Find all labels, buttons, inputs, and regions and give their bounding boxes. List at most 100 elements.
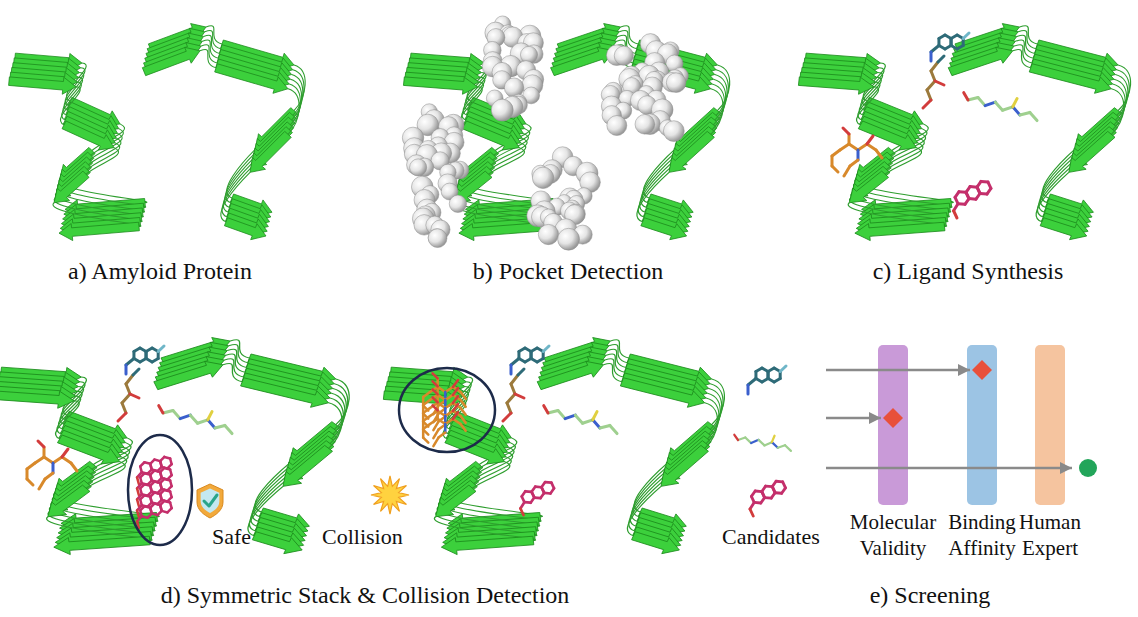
beta-strand (250, 131, 291, 172)
pocket-sphere (666, 73, 686, 93)
fibril-loop (605, 359, 623, 377)
filter-bar (1035, 345, 1065, 505)
bond (215, 423, 225, 430)
bond (137, 477, 139, 484)
bond (430, 419, 438, 424)
beta-strand (1040, 218, 1087, 240)
bond (445, 403, 453, 408)
beta-strand (849, 171, 888, 203)
bond (445, 411, 453, 416)
label-anchor: a) Amyloid Protein (0, 258, 460, 285)
bond (198, 417, 208, 425)
beta-strand (948, 47, 1013, 75)
bond (158, 346, 164, 352)
bond (734, 435, 739, 440)
fibril-layer (800, 43, 1125, 236)
ligand-molecule (832, 128, 882, 176)
fibril-layer (798, 47, 1123, 240)
panel-caption: e) Screening (870, 582, 991, 609)
fibril-layer (409, 28, 729, 221)
bond (445, 419, 453, 424)
bond (44, 457, 53, 463)
ligand-molecule (126, 346, 164, 374)
annotation: Safe (212, 524, 251, 550)
ligand-molecule (134, 500, 175, 528)
fibril-loop (637, 172, 669, 221)
bond (748, 379, 756, 386)
bond (453, 396, 458, 403)
bond (122, 403, 126, 413)
bond (968, 95, 978, 102)
bond (780, 366, 786, 372)
beta-strand (62, 121, 114, 150)
bond (751, 439, 758, 445)
beta-strand (215, 64, 288, 94)
bond (461, 392, 466, 399)
bond (930, 52, 933, 61)
bond (750, 509, 753, 516)
fibril-layer (802, 33, 1127, 226)
bond (433, 389, 438, 394)
fibril-layer (15, 24, 306, 217)
panel-caption: a) Amyloid Protein (68, 258, 252, 285)
beta-strand (641, 218, 687, 240)
filter-stage: Human Expert (1000, 345, 1100, 561)
bond (927, 81, 935, 90)
fibril-loop (604, 363, 622, 381)
stage-label: Binding Affinity (932, 509, 1032, 561)
stage-label: Human Expert (1000, 509, 1100, 561)
ligand-molecule (733, 429, 793, 451)
fibril-layer (9, 47, 300, 240)
bond (876, 150, 882, 158)
bond (963, 33, 969, 39)
bond (163, 408, 173, 415)
label-anchor: Collision (322, 524, 403, 550)
bond (423, 438, 428, 443)
panel-caption: c) Ligand Synthesis (873, 258, 1064, 285)
fibril-loop (1013, 49, 1031, 67)
fibril-loop (489, 148, 525, 175)
fibril-layer (407, 33, 727, 226)
bond (608, 425, 618, 433)
bond (170, 458, 172, 464)
bond (1020, 110, 1030, 117)
bond (507, 403, 511, 413)
fibril-layer (0, 361, 342, 554)
highlight-ellipse (399, 368, 495, 452)
flow-arrow (826, 417, 881, 420)
bond (985, 100, 995, 108)
ligand-molecule (157, 398, 236, 434)
beta-strand (632, 532, 680, 554)
ligand-molecule (134, 456, 175, 484)
bond (126, 375, 133, 384)
bond (515, 394, 524, 398)
bond (858, 144, 867, 150)
bond (453, 388, 458, 395)
fibril-loop (711, 89, 723, 135)
fibril-layer (805, 24, 1130, 217)
fibril-layer (0, 347, 346, 540)
fibril-loop (885, 148, 921, 175)
fibril-layer (12, 33, 303, 226)
fibril-loop (1014, 45, 1032, 63)
fibril-layer (405, 43, 725, 236)
label-anchor: b) Pocket Detection (268, 258, 868, 285)
bond (223, 425, 233, 433)
bond (543, 346, 549, 352)
bond (511, 384, 515, 394)
bond (445, 395, 453, 400)
bond (133, 369, 139, 375)
ligand-molecule (931, 33, 969, 61)
fibril-layer (801, 38, 1126, 231)
bond (857, 150, 860, 160)
ligand-molecule (134, 489, 175, 517)
bond (867, 136, 873, 144)
ligand-molecule (423, 397, 466, 438)
label-anchor: c) Ligand Synthesis (668, 258, 1138, 285)
bond (53, 457, 62, 463)
bond (27, 479, 33, 485)
fibril-loop (248, 486, 283, 535)
bond (923, 100, 931, 108)
ligand-molecule (503, 369, 524, 421)
beta-strand (661, 445, 708, 486)
